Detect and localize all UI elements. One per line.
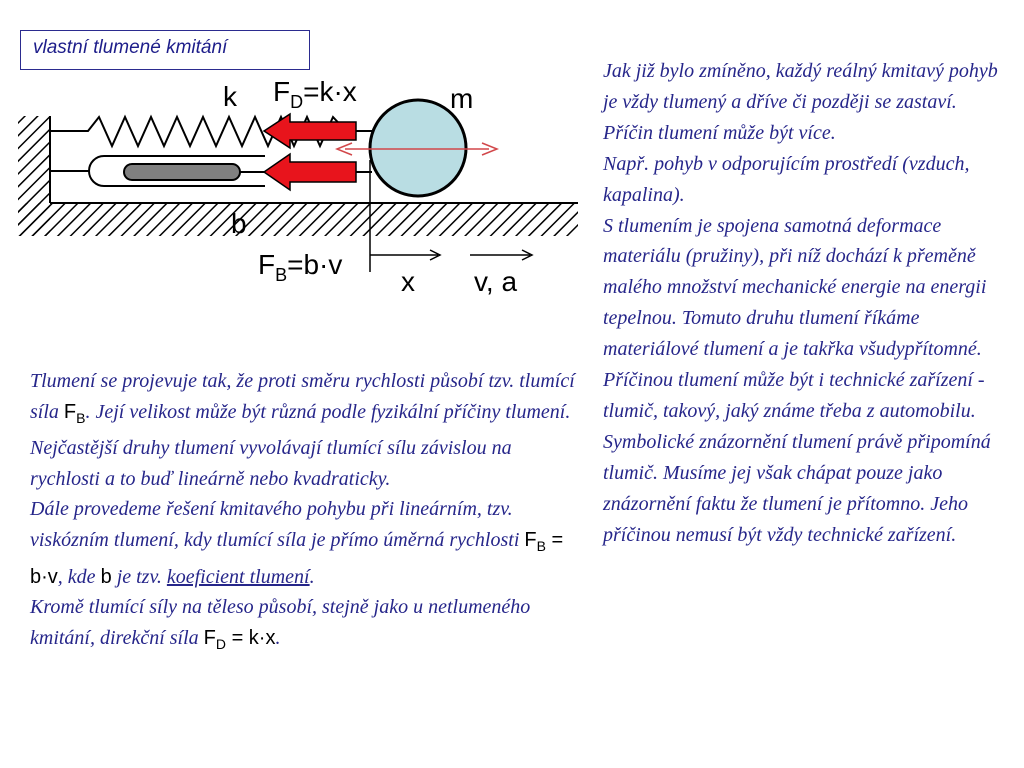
damping-coefficient-term: koeficient tlumení (166, 565, 310, 588)
damper-cylinder (88, 155, 265, 187)
left-paragraph-3: Kromě tlumící síly na těleso působí, ste… (30, 596, 531, 652)
floor-hatch (18, 203, 578, 236)
force-arrow-fd (262, 112, 357, 150)
label-k: k (223, 81, 238, 112)
right-paragraph-2: Např. pohyb v odporujícím prostředí (vzd… (603, 152, 970, 206)
formula-fb: FB = b·v (30, 528, 564, 588)
right-paragraph-4: Příčinou tlumení může být i technické za… (603, 369, 985, 422)
label-fb: FB=b·v (258, 249, 342, 285)
formula-fd: FD = k·x (203, 626, 276, 652)
label-m: m (450, 83, 473, 114)
right-text-block: Jak již bylo zmíněno, každý reálný kmita… (603, 56, 1003, 551)
right-paragraph-1: Jak již bylo zmíněno, každý reálný kmita… (603, 60, 998, 144)
right-paragraph-5: Symbolické znázornění tlumení právě přip… (603, 430, 991, 546)
label-fd: FD=k·x (273, 76, 357, 112)
left-text-block: Tlumení se projevuje tak, že proti směru… (30, 366, 575, 659)
right-paragraph-3: S tlumením je spojena samotná deformace … (603, 214, 987, 361)
symbol-b: b (100, 565, 112, 588)
left-paragraph-2: Dále provedeme řešení kmitavého pohybu p… (30, 498, 564, 588)
label-va: v, a (474, 266, 517, 297)
label-b: b (231, 208, 247, 239)
damped-oscillator-diagram: k FD=k·x m b FB=b·v x v, a (18, 76, 578, 297)
left-paragraph-1: Tlumení se projevuje tak, že proti směru… (30, 370, 575, 490)
damper-piston (123, 163, 241, 181)
force-arrow-fb (262, 152, 357, 192)
label-x: x (401, 266, 415, 297)
symbol-fb: FB (63, 400, 86, 426)
mass-body (368, 98, 468, 198)
slide-title: vlastní tlumené kmitání (20, 30, 310, 70)
